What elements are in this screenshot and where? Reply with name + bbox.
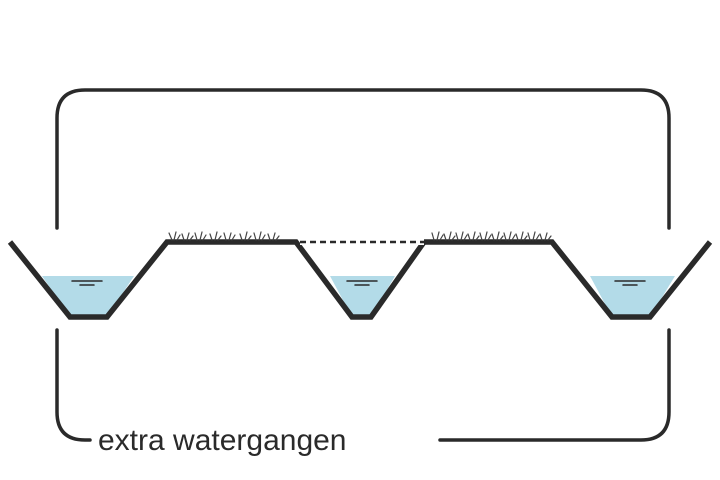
water-right bbox=[590, 276, 675, 317]
grass-right bbox=[431, 231, 552, 241]
water-surface-marks bbox=[71, 280, 646, 286]
water-middle bbox=[330, 276, 395, 317]
caption-label: extra watergangen bbox=[98, 424, 347, 457]
bottom-bracket bbox=[55, 328, 92, 442]
top-bracket bbox=[55, 88, 671, 230]
bottom-bracket-right bbox=[438, 328, 671, 442]
terrain-profile bbox=[7, 239, 713, 320]
grass-left bbox=[168, 231, 280, 241]
